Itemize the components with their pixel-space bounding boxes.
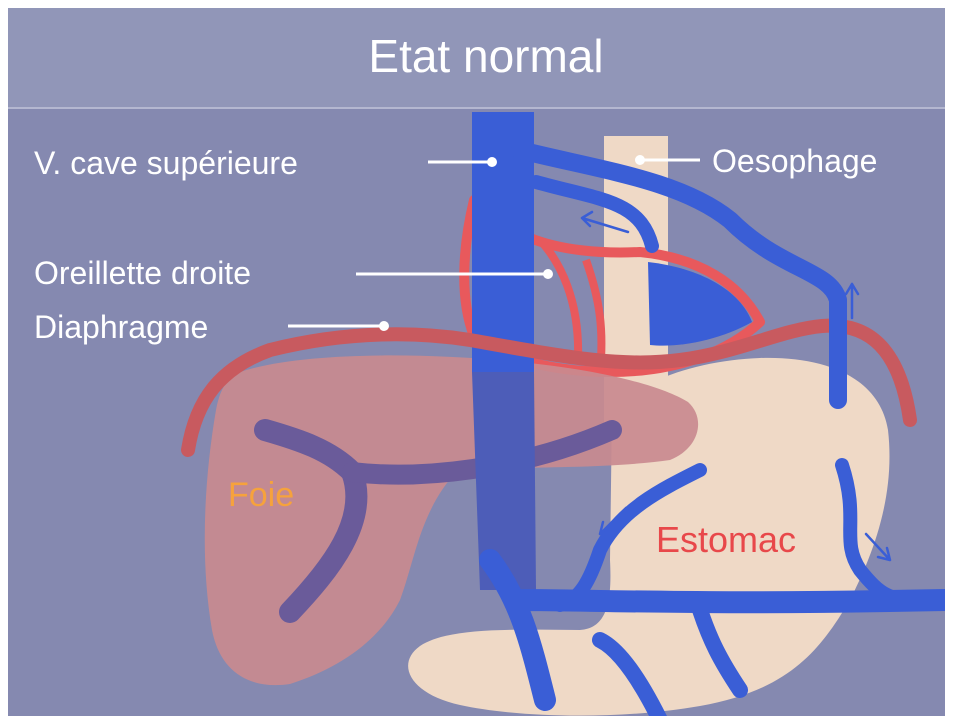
label-oesophagus: Oesophage [712,143,877,179]
label-liver: Foie [228,476,294,514]
label-diaphragm: Diaphragme [34,309,208,345]
label-stomach: Estomac [656,519,796,560]
label-vena-cava: V. cave supérieure [34,145,298,181]
slide-title: Etat normal [368,30,603,82]
label-right-atrium: Oreillette droite [34,255,251,291]
